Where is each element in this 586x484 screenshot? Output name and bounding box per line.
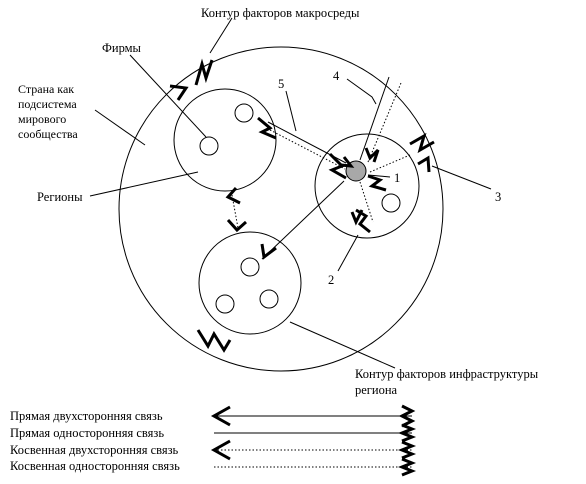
firm-circle (259, 289, 279, 309)
zigzag-icon (196, 329, 232, 353)
leader-2 (337, 234, 359, 272)
link-solid-bottom-center (261, 180, 345, 260)
link-dotted-topleft-center (269, 129, 346, 170)
legend-label: Косвенная односторонняя связь (10, 459, 180, 473)
zigzag-icon (409, 132, 435, 154)
leader-1 (367, 174, 391, 178)
leader-5 (285, 90, 297, 132)
leader-country (94, 109, 146, 146)
firm-circle (381, 193, 401, 213)
link-dotted-outward-4 (367, 82, 402, 163)
legend-label: Прямая односторонняя связь (10, 426, 164, 440)
firm-circle (240, 257, 260, 277)
zigzag-icon (397, 423, 417, 443)
label-num-5: 5 (278, 77, 284, 91)
legend: Прямая двухсторонняя связь Прямая одност… (10, 404, 417, 477)
legend-label: Прямая двухсторонняя связь (10, 409, 163, 423)
arrowhead-icon (340, 156, 355, 168)
label-num-1: 1 (394, 171, 400, 185)
label-country-l2: подсистема (18, 97, 77, 111)
label-num-2: 2 (328, 273, 334, 287)
leader-macro (209, 17, 233, 54)
label-infra-l1: Контур факторов инфраструктуры (355, 367, 539, 381)
arrowhead-icon (210, 405, 231, 427)
arrowhead-icon (225, 187, 241, 205)
arrowhead-icon (210, 439, 231, 461)
region-circle-top-left (173, 88, 277, 192)
label-num-3: 3 (495, 190, 501, 204)
link-dotted-downward (359, 181, 374, 223)
zigzag-icon (364, 147, 380, 163)
leader-3 (431, 165, 492, 190)
country-circle (118, 46, 444, 372)
firm-circle (199, 136, 219, 156)
label-country-l4: сообщества (18, 127, 78, 141)
legend-label: Косвенная двухсторонняя связь (10, 443, 179, 457)
zigzag-icon (194, 58, 214, 86)
link-dotted-right-3 (369, 154, 411, 173)
leader-4 (346, 78, 377, 105)
firm-circle (215, 294, 235, 314)
region-circle-bottom (198, 231, 302, 335)
label-firms: Фирмы (102, 41, 142, 55)
arrowhead-icon (226, 218, 247, 233)
label-infra-l2: региона (355, 383, 398, 397)
zigzag-icon (397, 440, 417, 460)
label-macro-contour: Контур факторов макросреды (201, 6, 360, 20)
zigzag-icon (355, 208, 371, 234)
label-regions: Регионы (37, 190, 83, 204)
zigzag-icon (328, 152, 347, 180)
zigzag-icon (398, 404, 416, 428)
arrowhead-icon (417, 155, 431, 173)
zigzag-icon (367, 174, 387, 192)
zigzag-icon (257, 116, 277, 140)
leader-regions (89, 171, 199, 197)
leader-firms (129, 54, 207, 138)
arrowhead-icon (169, 84, 189, 101)
leader-infra (289, 321, 396, 369)
arrowhead-icon (260, 243, 277, 260)
link-solid-outward-4 (359, 76, 390, 161)
label-num-4: 4 (333, 69, 340, 83)
region-circle-right (314, 133, 420, 239)
label-country-l1: Страна как (18, 82, 74, 96)
zigzag-icon (397, 457, 417, 477)
firm-circle (234, 103, 254, 123)
label-country-l3: мирового (18, 112, 66, 126)
